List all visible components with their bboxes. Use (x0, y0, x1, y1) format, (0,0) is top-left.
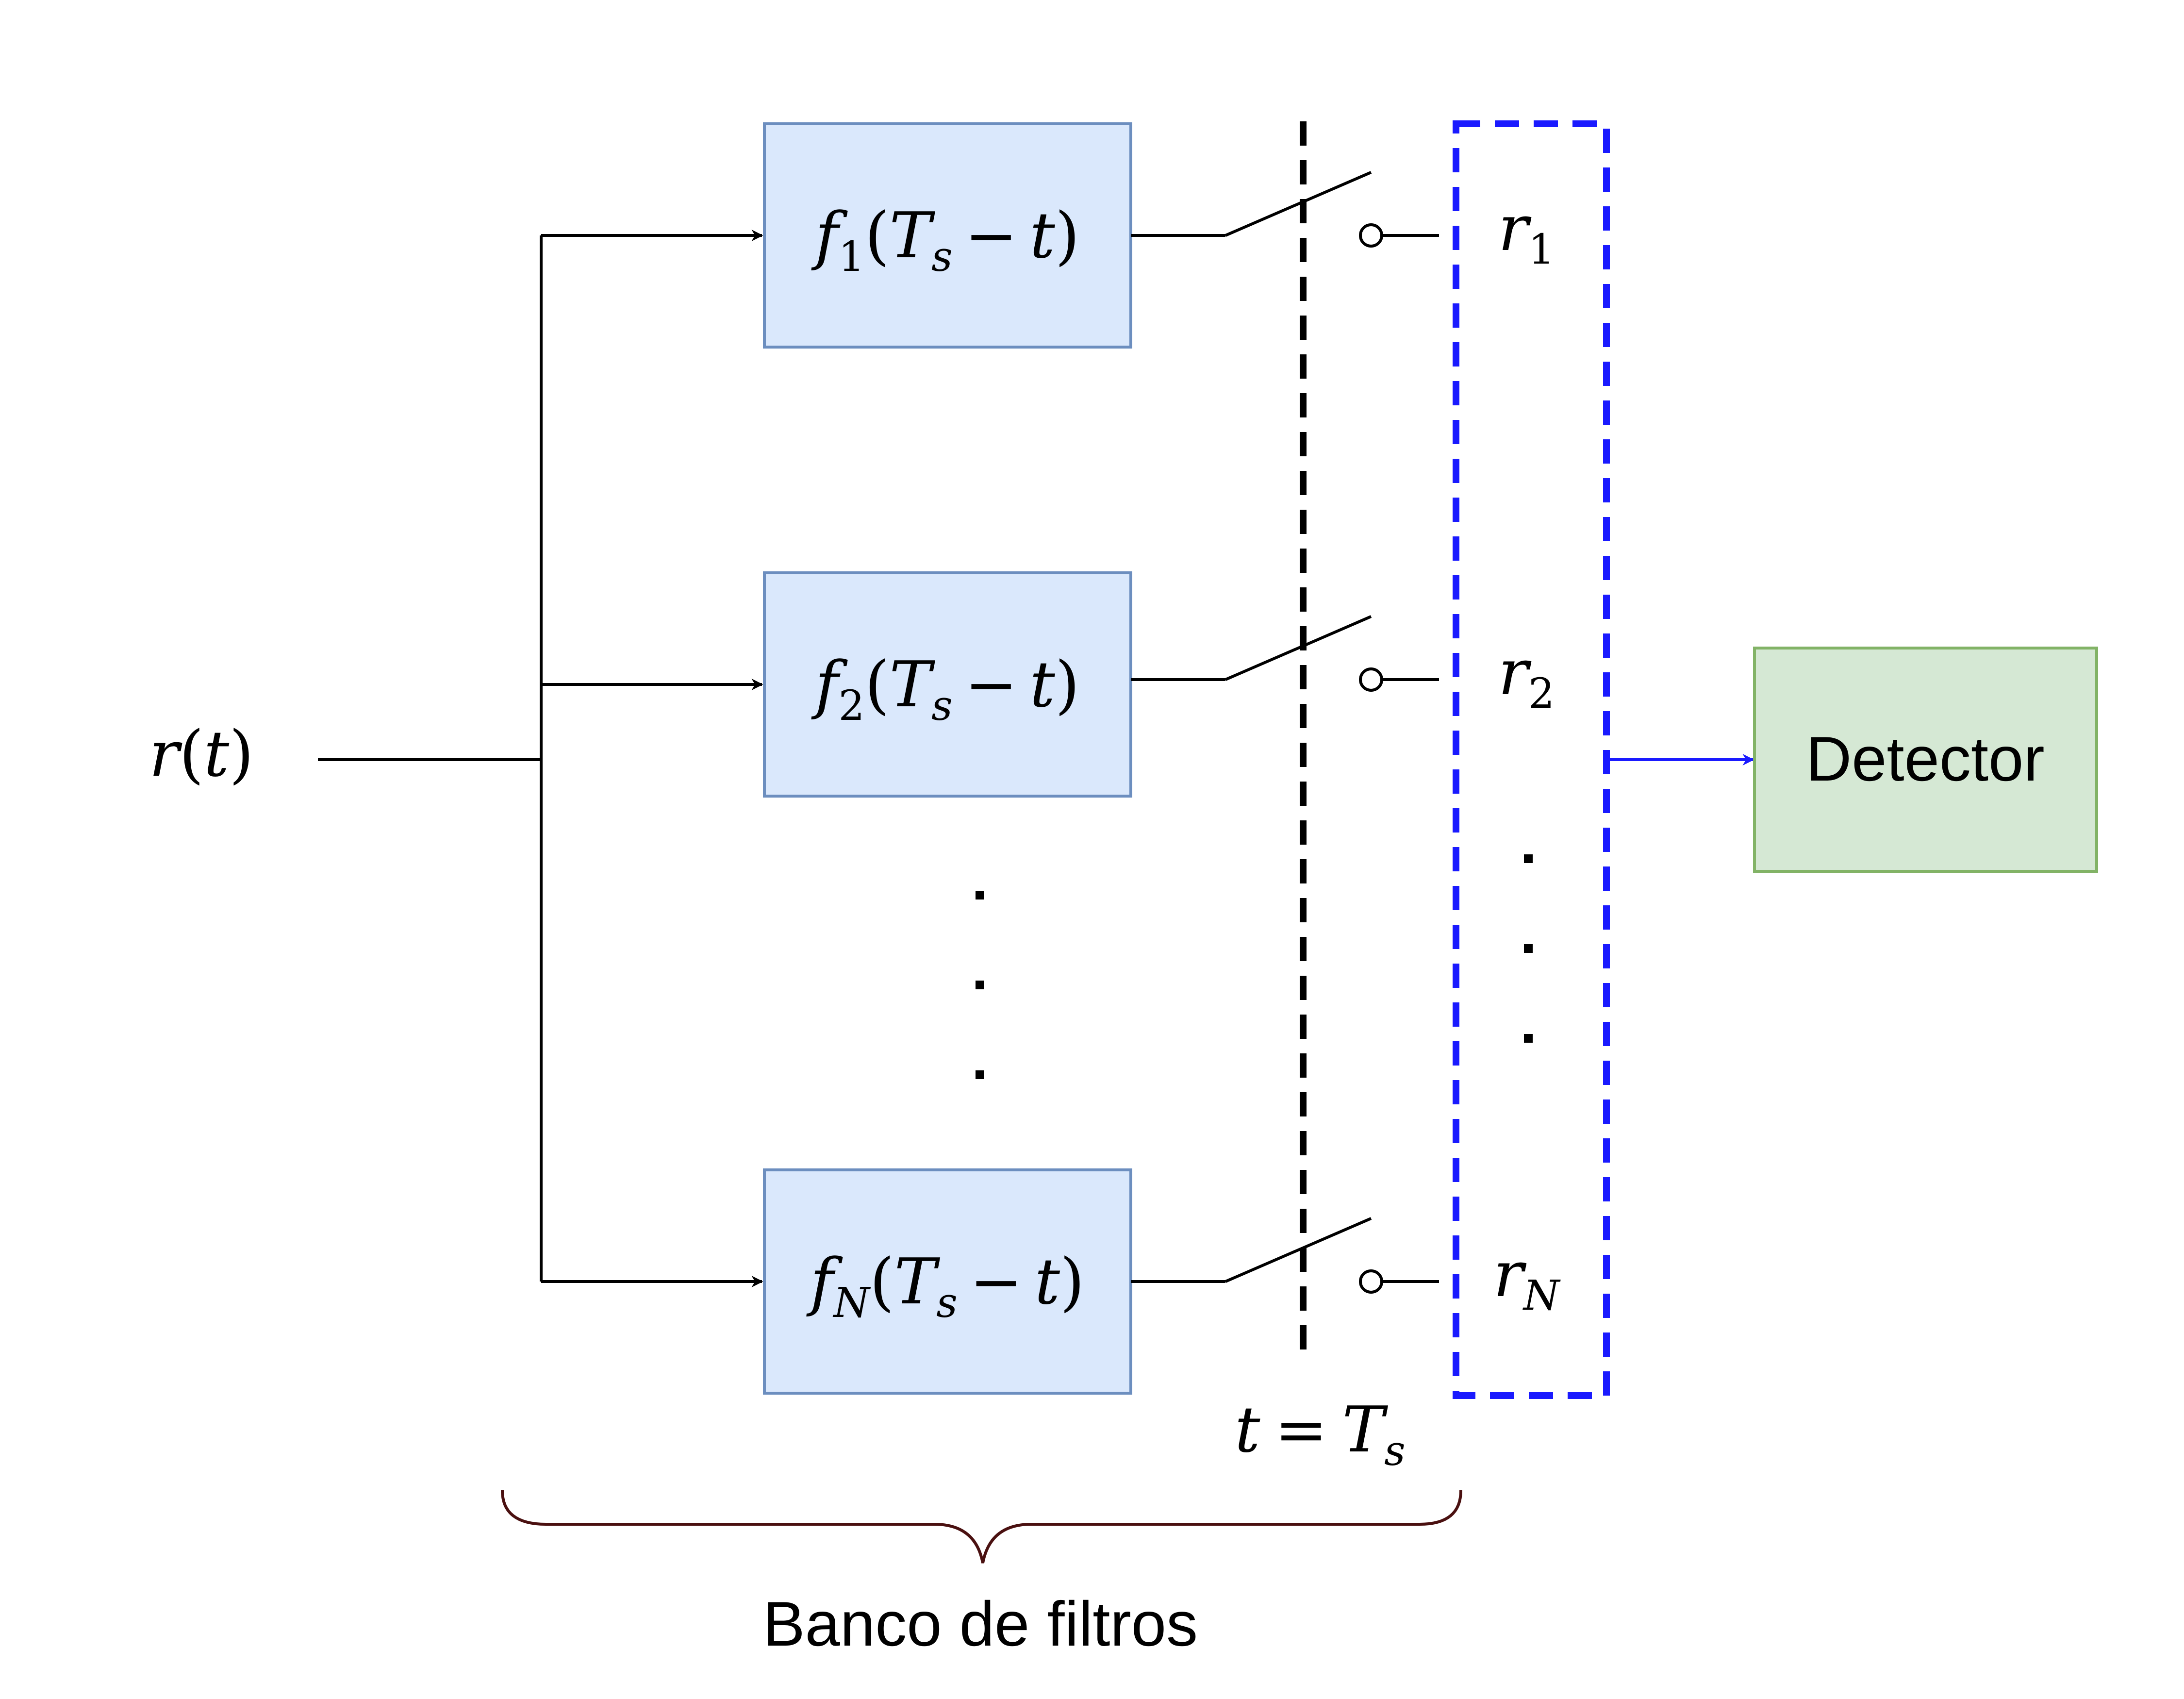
output-ellipsis (1524, 854, 1533, 1043)
filter-label-1: f1(Ts−t) (811, 199, 1079, 281)
filter-ellipsis (976, 891, 984, 1079)
filter-bank-label: Banco de filtros (763, 1588, 1198, 1659)
sampler-switch-n (1131, 1217, 1439, 1294)
detector-label: Detector (1806, 723, 2044, 794)
detector-box (1753, 647, 2098, 873)
output-label-n: rN (1493, 1237, 1561, 1320)
input-signal-label: r(t) (149, 717, 254, 791)
filter-label-2: f2(Ts−t) (811, 648, 1079, 730)
filter-box-n (763, 1168, 1132, 1395)
detector-block: Detector (1753, 647, 2098, 873)
filter-box-1 (763, 122, 1132, 349)
filter-bank-brace (501, 1490, 1462, 1564)
filter-block-1: f1(Ts−t) (763, 122, 1132, 349)
sampler-switch-2 (1131, 615, 1439, 692)
filter-block-2: f2(Ts−t) (763, 571, 1132, 798)
sampling-label: t=Ts (1235, 1393, 1406, 1475)
output-label-2: r2 (1498, 635, 1555, 718)
filter-box-2 (763, 571, 1132, 798)
output-register (1453, 120, 1610, 1399)
output-label-1: r1 (1498, 191, 1555, 274)
filter-block-n: fN(Ts−t) (763, 1168, 1132, 1395)
sampler-switch-1 (1131, 171, 1439, 248)
